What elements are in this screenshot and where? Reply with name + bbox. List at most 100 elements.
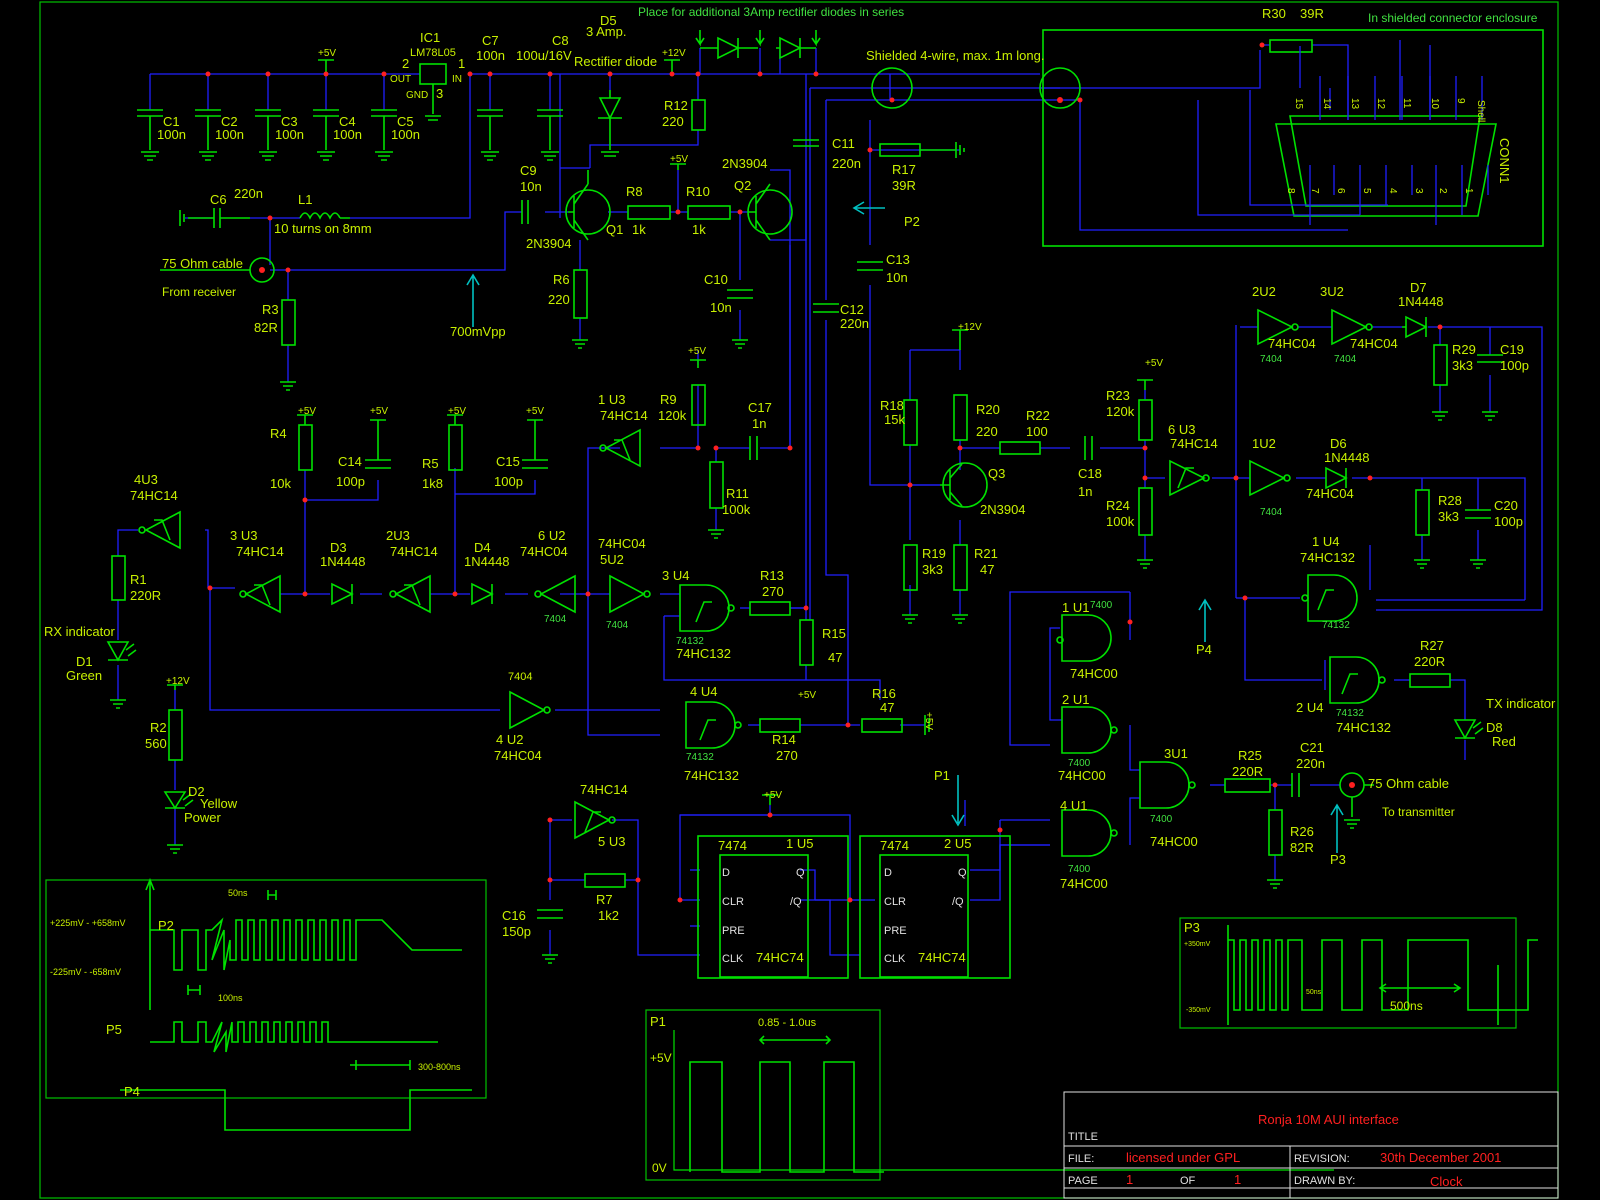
- schmitt-3u3: [244, 574, 281, 614]
- db15-pins: [1197, 40, 1489, 225]
- label-d8: D8: [1486, 720, 1503, 735]
- label-shielded-wire: Shielded 4-wire, max. 1m long.: [866, 48, 1044, 63]
- label-1u5-part: 74HC74: [756, 950, 804, 965]
- label-1u5-gate: 7474: [718, 838, 747, 853]
- shield-ring-1: [871, 67, 913, 109]
- d3-diode: [331, 582, 354, 606]
- label-r10: R10: [686, 184, 710, 199]
- label-300-800ns: 300-800ns: [418, 1062, 461, 1072]
- label-c20: C20: [1494, 498, 1518, 513]
- label-timing-p3: P3: [1184, 920, 1200, 935]
- label-r23-val: 120k: [1106, 404, 1135, 419]
- label-500ns: 500ns: [1390, 999, 1423, 1013]
- label-3u2-gate: 7404: [1334, 354, 1357, 365]
- r25: [1224, 778, 1271, 793]
- label-c8: C8: [552, 33, 569, 48]
- r6: [573, 269, 588, 319]
- label-2u3-part: 74HC14: [390, 544, 438, 559]
- label-r1: R1: [130, 572, 147, 587]
- r18: [903, 399, 918, 446]
- label-p4: P4: [1196, 642, 1212, 657]
- label-1u5-clk: CLK: [722, 953, 744, 965]
- page-label: PAGE: [1068, 1175, 1098, 1187]
- r28: [1415, 489, 1430, 536]
- label-r27: R27: [1420, 638, 1444, 653]
- db15-bottom-pin-2: 6: [1335, 188, 1346, 194]
- label-r17: R17: [892, 162, 916, 177]
- label-c9: C9: [520, 163, 537, 178]
- d5-diode: [598, 90, 622, 157]
- schmitt-2u3: [394, 574, 431, 614]
- ff-1u5: [719, 854, 809, 978]
- label-r1-val: 220R: [130, 588, 161, 603]
- label-c14-val: 100p: [336, 474, 365, 489]
- c21: [1291, 773, 1300, 797]
- label-d7-part: 1N4448: [1398, 294, 1444, 309]
- inv-4u2: [509, 690, 546, 730]
- label-3u4-gate: 74132: [676, 636, 704, 647]
- label-c11-val: 220n: [832, 156, 861, 171]
- label-4u3: 4U3: [134, 472, 158, 487]
- c12: [813, 303, 839, 313]
- label-q3: Q3: [988, 466, 1005, 481]
- label-c5-val: 100n: [391, 127, 420, 142]
- label-r22: R22: [1026, 408, 1050, 423]
- r5: [448, 424, 463, 471]
- revision-value: 30th December 2001: [1380, 1150, 1501, 1165]
- label-5v-j: +5V: [923, 712, 934, 730]
- connector-enclosure: [1042, 29, 1544, 247]
- label-power: Power: [184, 810, 222, 825]
- r19: [903, 544, 918, 591]
- label-r24: R24: [1106, 498, 1130, 513]
- label-5v-a: +5V: [318, 48, 336, 59]
- label-c2-val: 100n: [215, 127, 244, 142]
- label-r22-val: 100: [1026, 424, 1048, 439]
- label-r25: R25: [1238, 748, 1262, 763]
- schmitt-5u3: [574, 800, 611, 840]
- label-r16-val: 47: [880, 700, 894, 715]
- label-r8-val: 1k: [632, 222, 646, 237]
- label-r16: R16: [872, 686, 896, 701]
- r24: [1138, 487, 1153, 536]
- label-r30: R30: [1262, 6, 1286, 21]
- label-r11-val: 100k: [722, 502, 751, 517]
- label-3u3-part: 74HC14: [236, 544, 284, 559]
- label-2u2-gate: 7404: [1260, 354, 1283, 365]
- label-r12: R12: [664, 98, 688, 113]
- label-c10: C10: [704, 272, 728, 287]
- label-r5-val: 1k8: [422, 476, 443, 491]
- label-d5-val: 3 Amp.: [586, 24, 626, 39]
- label-d4: D4: [474, 540, 491, 555]
- label-ic1-gnd: GND: [406, 90, 428, 101]
- label-q1-part: 2N3904: [526, 236, 572, 251]
- label-4u3-part: 74HC14: [130, 488, 178, 503]
- ic1-regulator: [419, 63, 447, 85]
- nand-4u1: [1061, 809, 1112, 857]
- label-d1-val: Green: [66, 668, 102, 683]
- wires: [117, 44, 1543, 956]
- l1-inductor: [299, 212, 350, 220]
- label-2u5-pre: PRE: [884, 925, 907, 937]
- label-p3: P3: [1330, 852, 1346, 867]
- label-to-transmitter: To transmitter: [1382, 805, 1455, 819]
- label-conn1: CONN1: [1497, 138, 1512, 184]
- label-c16: C16: [502, 908, 526, 923]
- label-2u2-part: 74HC04: [1268, 336, 1316, 351]
- label-3u3: 3 U3: [230, 528, 257, 543]
- label-r3-val: 82R: [254, 320, 278, 335]
- c18: [1084, 436, 1093, 460]
- label-tx-indicator: TX indicator: [1486, 696, 1556, 711]
- label-5u2-gate: 7404: [606, 620, 629, 631]
- label-2u1: 2 U1: [1062, 692, 1089, 707]
- label-4u1-part: 74HC00: [1060, 876, 1108, 891]
- r2: [168, 709, 183, 761]
- label-d5-desc: Rectifier diode: [574, 54, 657, 69]
- label-4u4: 4 U4: [690, 684, 717, 699]
- c10: [727, 289, 753, 349]
- label-0v-timing: 0V: [652, 1161, 667, 1175]
- label-5v-c: +5V: [1145, 358, 1163, 369]
- label-r12-val: 220: [662, 114, 684, 129]
- r11: [709, 461, 724, 509]
- c15: [522, 419, 548, 469]
- nand-1u1: [1061, 614, 1112, 662]
